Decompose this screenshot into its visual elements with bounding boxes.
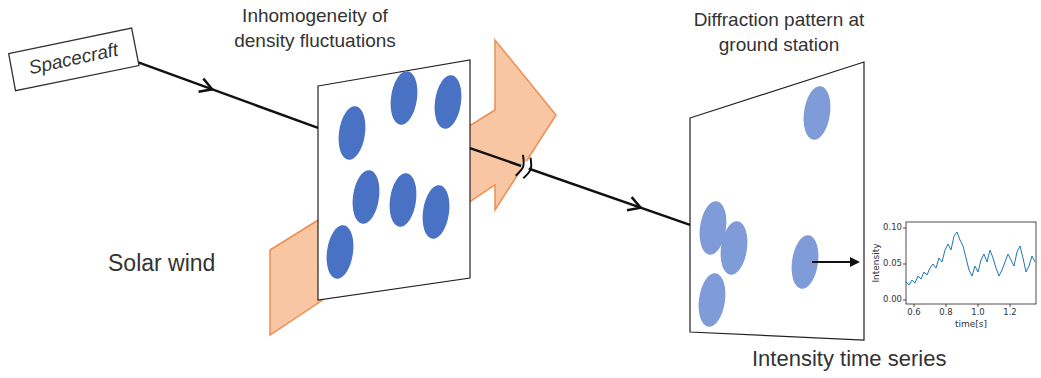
arrow-head	[627, 197, 641, 210]
diffraction-blobs	[695, 84, 833, 328]
plane-area	[690, 62, 864, 340]
density-blobs	[323, 69, 464, 280]
screen-plane: Diffraction pattern at ground station	[684, 6, 874, 342]
screen-plane	[318, 60, 470, 300]
density-blob	[335, 104, 368, 161]
plane-area	[318, 60, 470, 300]
pointer-head	[850, 257, 860, 267]
chart-ticks	[903, 228, 1010, 307]
tick-mark	[946, 304, 947, 307]
axis-label: 1.2	[1003, 308, 1017, 318]
tick-mark	[903, 300, 906, 301]
intensity-series	[906, 232, 1035, 285]
chart-caption: Intensity time series	[752, 346, 946, 371]
screen-plane: Inhomogeneity of density fluctuations	[222, 2, 474, 302]
axis-label: Intensity	[871, 243, 881, 282]
axis-label: 0.6	[907, 308, 921, 318]
density-blob	[349, 168, 382, 225]
diffraction-blob	[800, 84, 833, 141]
tick-mark	[903, 228, 906, 229]
axis-label: 0.10	[883, 223, 902, 233]
plane-heading: Diffraction pattern at ground station	[684, 8, 874, 57]
pointer-line	[812, 261, 852, 263]
arrow-head	[199, 79, 213, 92]
tick-mark	[978, 304, 979, 307]
tick-mark	[1010, 304, 1011, 307]
connector-line	[138, 62, 318, 128]
box-outline-shape	[9, 28, 139, 91]
density-blob	[323, 223, 356, 280]
connector-line	[470, 148, 690, 225]
tick-mark	[914, 304, 915, 307]
density-blob	[387, 69, 420, 126]
axis-label: time[s]	[955, 319, 987, 329]
plane-heading: Inhomogeneity of density fluctuations	[222, 4, 408, 53]
chart-frame	[906, 222, 1036, 304]
axis-label: 0.05	[883, 259, 902, 269]
spacecraft-box: Spacecraft	[6, 26, 141, 92]
tick-mark	[903, 264, 906, 265]
axis-label: 0.8	[939, 308, 953, 318]
density-blob	[419, 183, 452, 240]
break-mark	[516, 155, 524, 176]
break-mark	[523, 158, 531, 179]
solar-wind-arrow	[270, 40, 556, 335]
screen-plane	[690, 62, 864, 340]
signal-path	[138, 62, 318, 128]
diffraction-blob	[695, 271, 728, 328]
flow-label: Solar wind	[108, 250, 215, 276]
diffraction-blob	[717, 219, 750, 276]
density-blob	[431, 73, 464, 130]
axis-label: 0.00	[883, 295, 902, 305]
axis-label: 1.0	[971, 308, 985, 318]
density-blob	[386, 171, 419, 228]
signal-path	[470, 148, 690, 225]
